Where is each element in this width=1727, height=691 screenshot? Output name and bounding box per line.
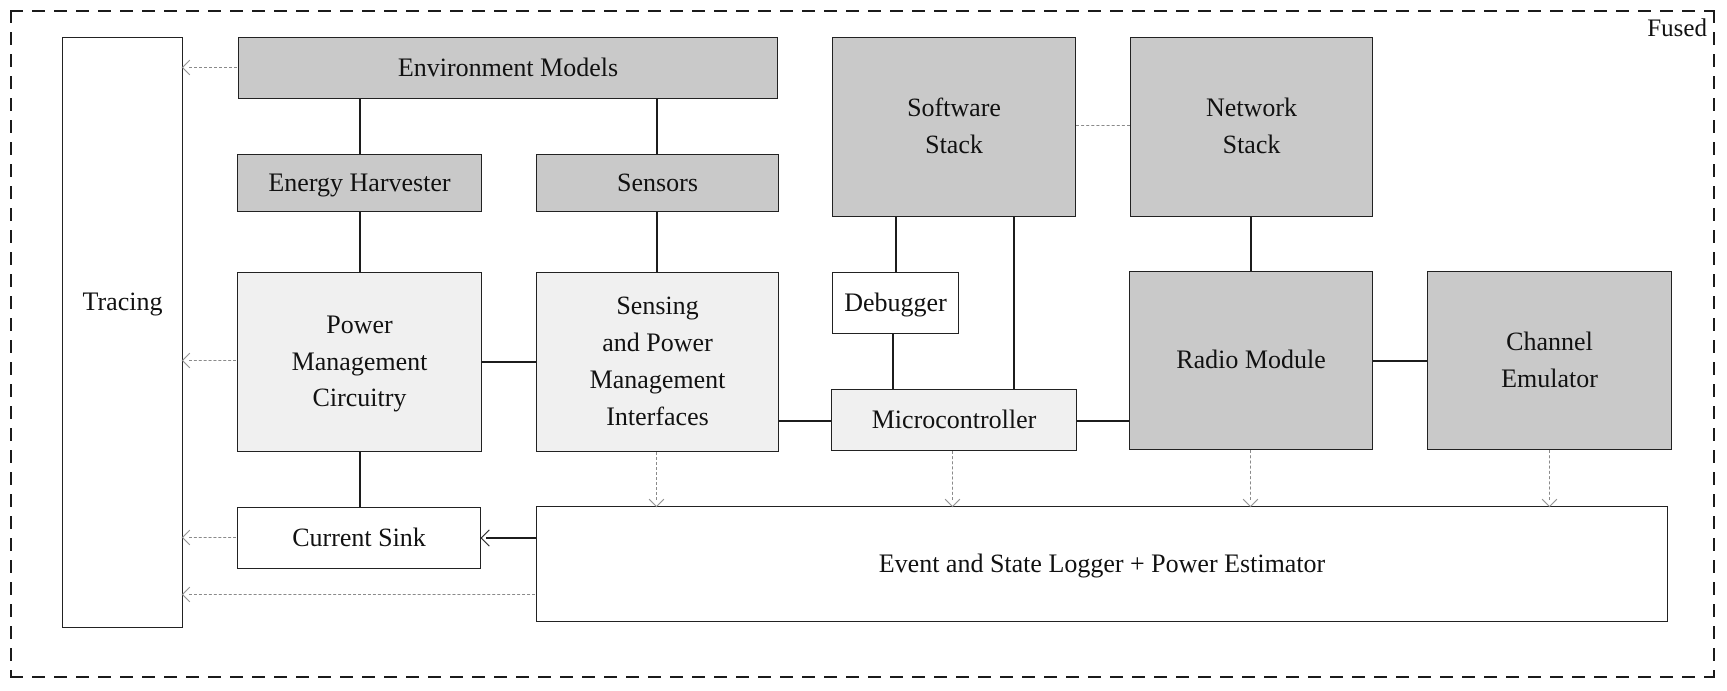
microcontroller-box: Microcontroller xyxy=(831,389,1077,451)
software-stack-label: Software Stack xyxy=(907,93,1001,159)
sensors-label: Sensors xyxy=(617,167,698,197)
connector-power-management-sensing-interfaces xyxy=(482,361,536,363)
connector-software-stack-debugger xyxy=(895,217,897,272)
connector-microcontroller-radio-module xyxy=(1077,420,1129,422)
network-stack-label: Network Stack xyxy=(1206,93,1297,159)
microcontroller-label: Microcontroller xyxy=(871,404,1037,434)
connector-sensors-sensing-interfaces xyxy=(656,212,658,272)
network-stack-box: Network Stack xyxy=(1130,37,1373,217)
energy-harvester-label: Energy Harvester xyxy=(268,167,451,197)
dashed-arrow-radio-module-to-logger xyxy=(1250,450,1251,500)
connector-energy-harvester-power-management xyxy=(359,212,361,272)
event-state-logger-label: Event and State Logger + Power Estimator xyxy=(878,548,1326,578)
connector-network-stack-radio-module xyxy=(1250,217,1252,271)
sensing-power-management-interfaces-label: Sensing and Power Management Interfaces xyxy=(589,291,726,431)
current-sink-label: Current Sink xyxy=(292,522,426,552)
current-sink-box: Current Sink xyxy=(237,507,481,569)
channel-emulator-box: Channel Emulator xyxy=(1427,271,1672,450)
software-stack-box: Software Stack xyxy=(832,37,1076,217)
sensing-power-management-interfaces-box: Sensing and Power Management Interfaces xyxy=(536,272,779,452)
power-management-circuitry-label: Power Management Circuitry xyxy=(291,309,428,413)
fused-label: Fused xyxy=(1647,15,1707,42)
arrow-logger-to-current-sink xyxy=(486,537,536,539)
connector-power-management-current-sink xyxy=(359,452,361,507)
environment-models-box: Environment Models xyxy=(238,37,778,99)
dashed-link-software-stack-network-stack xyxy=(1076,125,1130,126)
connector-software-stack-microcontroller xyxy=(1013,217,1015,389)
connector-radio-module-channel-emulator xyxy=(1373,360,1427,362)
connector-environment-models-energy-harvester xyxy=(359,99,361,154)
dashed-arrow-environment-models-to-tracing xyxy=(189,67,237,68)
event-state-logger-box: Event and State Logger + Power Estimator xyxy=(536,506,1668,622)
power-management-circuitry-box: Power Management Circuitry xyxy=(237,272,482,452)
dashed-arrow-sensing-interfaces-to-logger xyxy=(656,452,657,500)
tracing-box: Tracing xyxy=(62,37,183,628)
debugger-label: Debugger xyxy=(844,287,947,317)
connector-environment-models-sensors xyxy=(656,99,658,154)
radio-module-box: Radio Module xyxy=(1129,271,1373,450)
tracing-label: Tracing xyxy=(82,287,163,317)
channel-emulator-label: Channel Emulator xyxy=(1501,326,1598,393)
dashed-arrow-channel-emulator-to-logger xyxy=(1549,450,1550,500)
dashed-arrow-power-management-to-tracing xyxy=(189,360,236,361)
dashed-arrow-current-sink-to-tracing xyxy=(189,537,236,538)
dashed-arrow-microcontroller-to-logger xyxy=(952,451,953,500)
debugger-box: Debugger xyxy=(832,272,959,334)
connector-debugger-microcontroller xyxy=(892,334,894,389)
radio-module-label: Radio Module xyxy=(1176,345,1326,375)
dashed-arrow-logger-to-tracing xyxy=(189,594,535,595)
energy-harvester-box: Energy Harvester xyxy=(237,154,482,212)
sensors-box: Sensors xyxy=(536,154,779,212)
environment-models-label: Environment Models xyxy=(397,52,619,82)
connector-sensing-interfaces-microcontroller xyxy=(779,420,831,422)
